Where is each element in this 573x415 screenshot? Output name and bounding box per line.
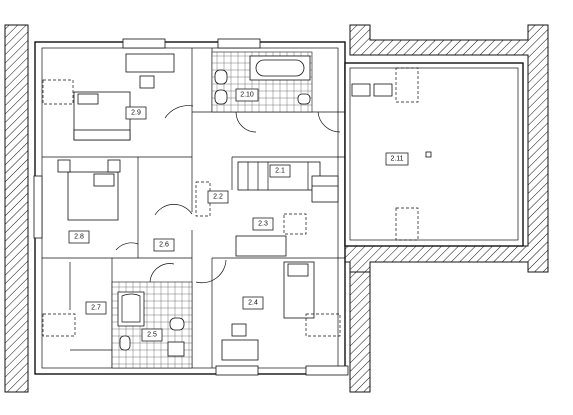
roof-edge-right-bottom xyxy=(349,271,371,393)
room-label-2-3-text: 2.3 xyxy=(258,221,268,228)
bathtub-icon xyxy=(249,55,311,81)
room-label-2-2-text: 2.2 xyxy=(213,194,223,201)
sofa-icon xyxy=(235,235,287,257)
closet-outline xyxy=(42,313,76,337)
roof-edge-left xyxy=(4,24,29,393)
desk-2-4-icon xyxy=(221,323,259,361)
room-label-2-5: 2.5 xyxy=(141,328,163,342)
toilet-icon xyxy=(167,93,311,357)
void-outline xyxy=(283,213,307,235)
room-label-2-7: 2.7 xyxy=(85,301,107,315)
sink-icon xyxy=(119,69,228,351)
nightstand-icon xyxy=(107,159,121,173)
windows xyxy=(33,38,349,376)
door-swings xyxy=(115,105,341,284)
room-label-2-6: 2.6 xyxy=(153,238,175,252)
room-label-2-1: 2.1 xyxy=(269,164,291,178)
wardrobe-2-4-outline xyxy=(305,313,341,337)
bed-2-4-icon xyxy=(283,261,315,319)
room-label-2-2: 2.2 xyxy=(207,190,229,204)
room-label-2-6-text: 2.6 xyxy=(159,242,169,249)
room-label-2-10: 2.10 xyxy=(235,88,259,102)
room-label-2-10-text: 2.10 xyxy=(240,92,254,99)
room-label-2-4-text: 2.4 xyxy=(248,300,258,307)
wardrobe-outline xyxy=(42,79,74,105)
nightstand-icon xyxy=(57,159,71,173)
bed-icon xyxy=(73,91,131,141)
room-label-2-3: 2.3 xyxy=(252,217,274,231)
attic-furniture xyxy=(351,67,432,241)
room-label-2-8-text: 2.8 xyxy=(74,234,84,241)
room-label-2-5-text: 2.5 xyxy=(147,332,157,339)
room-label-2-11: 2.11 xyxy=(385,152,409,166)
staircase-icon xyxy=(237,161,339,203)
closet-rails xyxy=(69,262,112,351)
room-label-2-11-text: 2.11 xyxy=(390,156,403,163)
roof-edge-right-top xyxy=(344,24,549,273)
room-label-2-1-text: 2.1 xyxy=(275,168,285,175)
room-label-2-9: 2.9 xyxy=(125,106,147,120)
bed-2-8-icon xyxy=(67,171,119,221)
room-label-2-7-text: 2.7 xyxy=(91,305,101,312)
shower-icon xyxy=(117,291,145,327)
room-label-2-9-text: 2.9 xyxy=(131,110,141,117)
room-label-2-8: 2.8 xyxy=(68,230,90,244)
room-label-2-4: 2.4 xyxy=(242,296,264,310)
desk-icon xyxy=(125,53,175,89)
